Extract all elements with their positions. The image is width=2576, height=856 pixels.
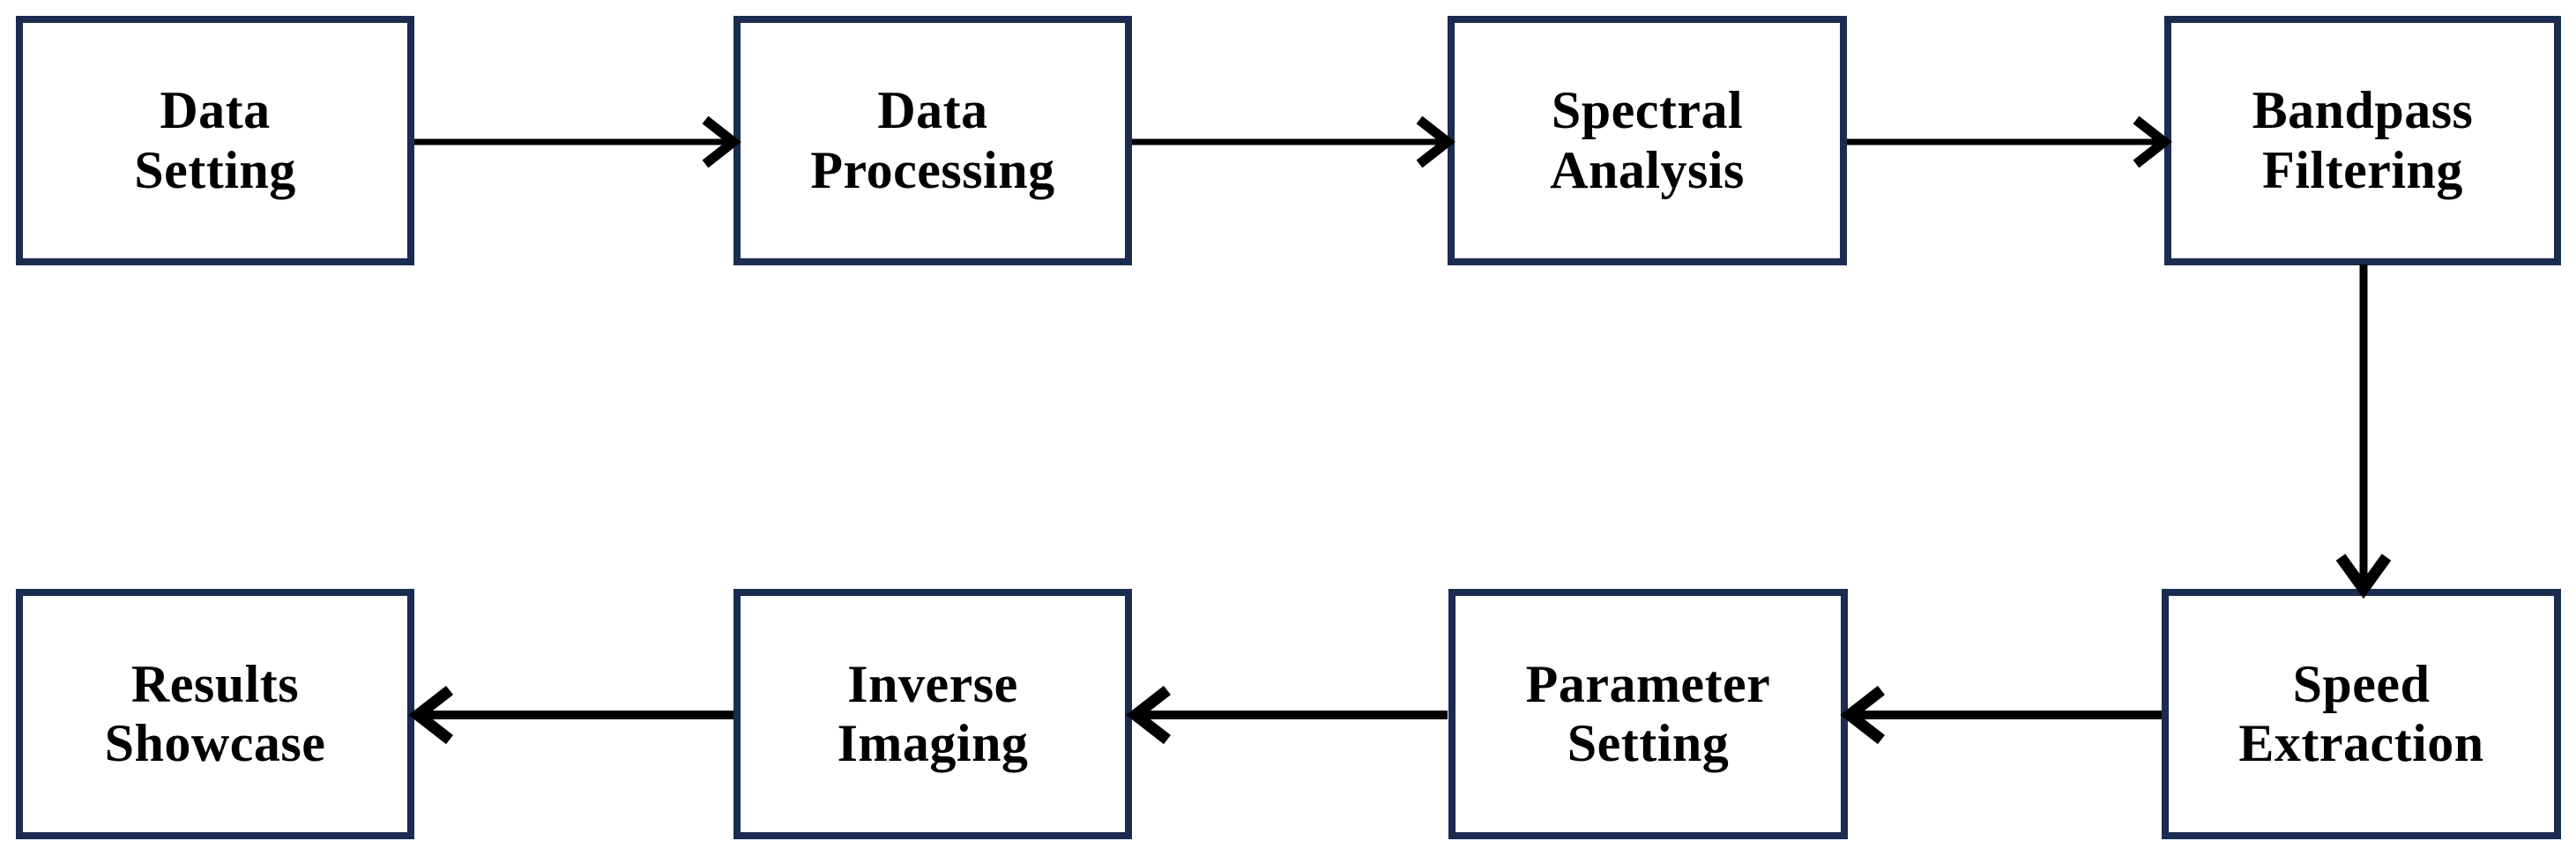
arrowhead-left-icon: [1126, 685, 1171, 745]
arrow-spectral-analysis-to-bandpass-filtering: [1847, 115, 2172, 169]
node-label-line2: Showcase: [104, 714, 326, 772]
arrow-bandpass-filtering-to-speed-extraction: [2335, 264, 2392, 599]
node-label-line1: Spectral: [1551, 81, 1744, 140]
arrowhead-right-icon: [702, 115, 741, 168]
node-bandpass-filtering[interactable]: Bandpass Filtering: [2164, 16, 2561, 265]
node-label-line2: Setting: [1567, 714, 1730, 772]
node-label-line2: Extraction: [2238, 714, 2484, 772]
node-data-processing[interactable]: Data Processing: [733, 16, 1132, 265]
node-label-line1: Parameter: [1525, 654, 1771, 713]
node-label-line1: Data: [877, 81, 988, 140]
arrow-data-setting-to-data-processing: [414, 115, 741, 169]
node-label-line1: Results: [130, 654, 300, 713]
node-label-line2: Imaging: [837, 714, 1029, 772]
node-label-line1: Data: [160, 81, 271, 140]
node-speed-extraction[interactable]: Speed Extraction: [2162, 589, 2561, 839]
arrow-speed-extraction-to-parameter-setting: [1840, 685, 2165, 745]
arrowhead-left-icon: [1840, 685, 1885, 745]
node-spectral-analysis[interactable]: Spectral Analysis: [1448, 16, 1847, 265]
arrowhead-right-icon: [2133, 115, 2172, 168]
arrowhead-right-icon: [1416, 115, 1456, 168]
node-data-setting[interactable]: Data Setting: [16, 16, 414, 265]
node-label-line2: Analysis: [1550, 140, 1745, 199]
node-label-line1: Speed: [2292, 654, 2431, 713]
arrowhead-left-icon: [408, 685, 453, 745]
arrow-data-processing-to-spectral-analysis: [1132, 115, 1456, 169]
arrowhead-down-icon: [2335, 554, 2392, 599]
node-label-line2: Processing: [810, 140, 1055, 199]
node-label-line2: Filtering: [2262, 140, 2463, 199]
node-results-showcase[interactable]: Results Showcase: [16, 589, 414, 839]
node-label-line1: Bandpass: [2252, 81, 2474, 140]
node-inverse-imaging[interactable]: Inverse Imaging: [733, 589, 1132, 839]
node-label-line2: Setting: [134, 140, 296, 199]
arrow-parameter-setting-to-inverse-imaging: [1126, 685, 1451, 745]
node-parameter-setting[interactable]: Parameter Setting: [1448, 589, 1848, 839]
arrow-inverse-imaging-to-results-showcase: [408, 685, 737, 745]
node-label-line1: Inverse: [847, 654, 1018, 713]
